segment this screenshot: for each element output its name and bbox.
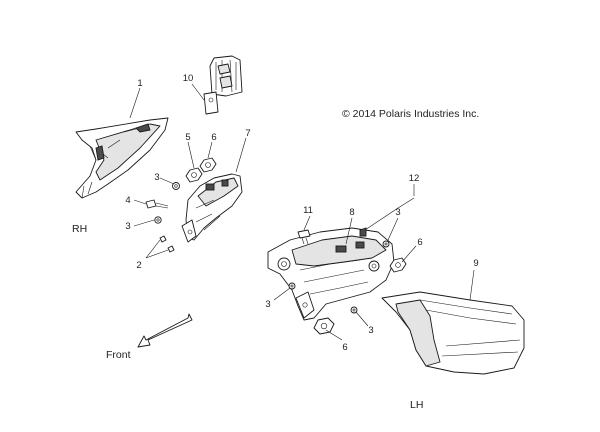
callout-12: 12 — [409, 173, 420, 184]
leader-lines — [129, 83, 475, 341]
part-3-washer-lh-left — [288, 282, 296, 290]
callout-3: 3 — [368, 325, 373, 336]
part-7-rh-mirror-mount — [181, 173, 243, 243]
callout-6: 6 — [417, 237, 422, 248]
part-6-nut — [199, 157, 217, 173]
callout-7: 7 — [245, 128, 250, 139]
callout-6: 6 — [211, 132, 216, 143]
part-2-clip-a — [159, 235, 167, 243]
part-5-nut — [185, 167, 203, 183]
callout-2: 2 — [136, 260, 141, 271]
part-4-bolt — [145, 199, 157, 209]
part-2-clip-b — [167, 245, 175, 253]
rh-side-label: RH — [72, 223, 87, 235]
lh-hardware — [288, 197, 415, 335]
copyright-notice: © 2014 Polaris Industries Inc. — [342, 108, 479, 120]
front-direction-arrow — [137, 313, 193, 348]
callout-3: 3 — [125, 221, 130, 232]
callout-3: 3 — [154, 172, 159, 183]
part-11-bolt — [297, 229, 311, 239]
part-3-washer-lower — [154, 216, 162, 224]
part-12-rod — [361, 197, 415, 233]
callout-3: 3 — [265, 299, 270, 310]
callout-5: 5 — [185, 132, 190, 143]
part-8-lh-mirror-mount — [267, 227, 395, 321]
callout-9: 9 — [473, 258, 478, 269]
part-3-washer — [172, 182, 180, 190]
callout-numbers: 1 2 3 3 3 3 3 4 5 6 6 6 7 8 9 10 11 12 — [125, 73, 478, 353]
part-3-washer-lh-upper — [382, 240, 390, 248]
callout-3: 3 — [395, 207, 400, 218]
part-9-lh-mirror-cover — [381, 291, 525, 375]
callout-6: 6 — [342, 342, 347, 353]
callout-1: 1 — [137, 78, 142, 89]
callout-4: 4 — [125, 195, 130, 206]
lh-side-label: LH — [410, 399, 423, 411]
part-6-nut-lh-bottom — [313, 317, 335, 335]
part-6-nut-lh-right — [389, 257, 407, 273]
part-1-rh-mirror-cover — [75, 117, 169, 199]
callout-10: 10 — [183, 73, 194, 84]
part-3-washer-lh-bottom — [350, 306, 358, 314]
callout-11: 11 — [303, 205, 313, 216]
callout-8: 8 — [349, 207, 354, 218]
rh-hardware — [145, 157, 217, 253]
front-label: Front — [106, 349, 131, 361]
part-10-bracket — [203, 55, 243, 115]
